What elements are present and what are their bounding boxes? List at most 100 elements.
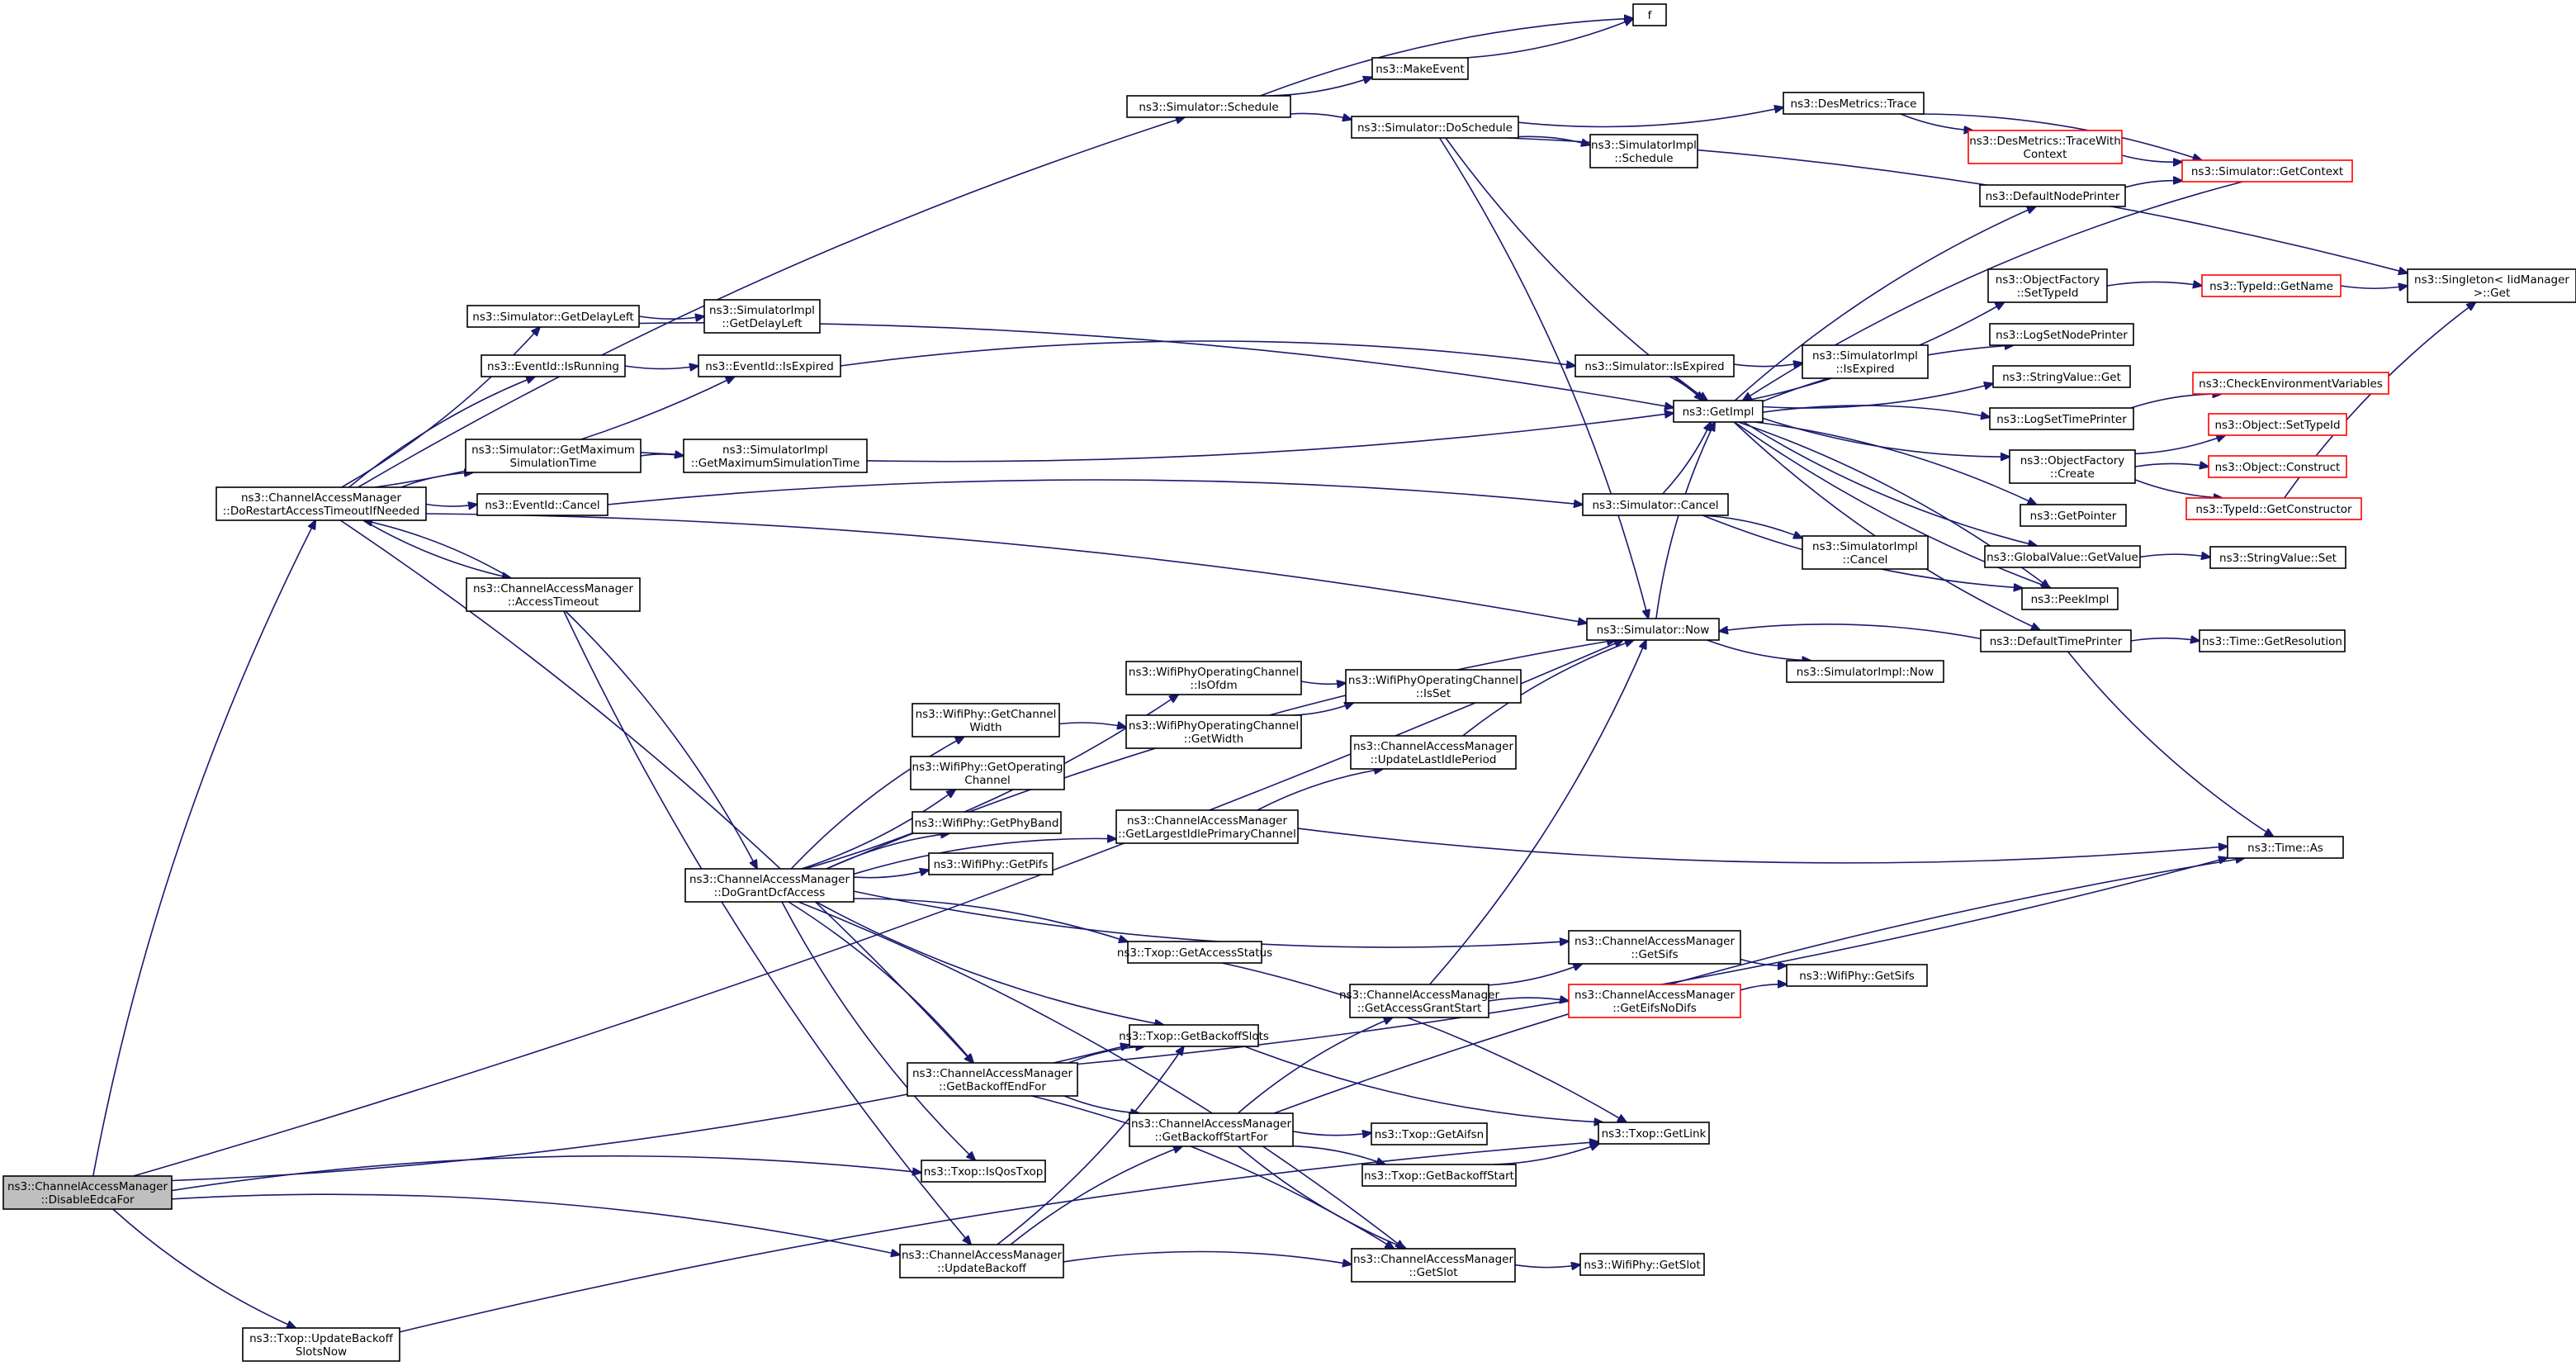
node-box[interactable]	[2201, 274, 2342, 297]
node-box[interactable]	[466, 577, 641, 612]
node-box[interactable]	[476, 493, 608, 516]
graph-node-access-timeout[interactable]: ns3::ChannelAccessManager::AccessTimeout	[466, 577, 641, 612]
node-box[interactable]	[215, 486, 427, 521]
node-box[interactable]	[1802, 535, 1929, 570]
node-box[interactable]	[2, 1175, 173, 1210]
graph-node-wifiphy-get-slot[interactable]: ns3::WifiPhy::GetSlot	[1579, 1253, 1705, 1276]
node-box[interactable]	[907, 1062, 1078, 1097]
graph-node-update-last-idle-period[interactable]: ns3::ChannelAccessManager::UpdateLastIdl…	[1350, 735, 1517, 770]
graph-node-eventid-is-expired[interactable]: ns3::EventId::IsExpired	[698, 354, 841, 377]
graph-node-simimpl-schedule[interactable]: ns3::SimulatorImpl::Schedule	[1589, 134, 1698, 168]
node-box[interactable]	[1579, 1253, 1705, 1276]
node-box[interactable]	[1349, 984, 1489, 1018]
node-box[interactable]	[2227, 836, 2344, 859]
node-box[interactable]	[1115, 809, 1299, 844]
graph-node-typeid-get-name[interactable]: ns3::TypeId::GetName	[2201, 274, 2342, 297]
graph-node-time-get-resolution[interactable]: ns3::Time::GetResolution	[2199, 629, 2346, 652]
graph-node-sim-get-context[interactable]: ns3::Simulator::GetContext	[2181, 159, 2353, 183]
node-box[interactable]	[1582, 493, 1729, 516]
graph-node-wpoc-get-width[interactable]: ns3::WifiPhyOperatingChannel::GetWidth	[1125, 714, 1302, 749]
node-box[interactable]	[1968, 130, 2123, 164]
graph-node-get-backoff-end-for[interactable]: ns3::ChannelAccessManager::GetBackoffEnd…	[907, 1062, 1078, 1097]
node-box[interactable]	[1589, 134, 1698, 168]
graph-node-desmetrics-trace[interactable]: ns3::DesMetrics::Trace	[1783, 92, 1925, 115]
graph-node-global-value-get-value[interactable]: ns3::GlobalValue::GetValue	[1984, 545, 2141, 568]
node-box[interactable]	[465, 439, 642, 473]
node-box[interactable]	[1786, 964, 1928, 987]
graph-node-log-set-time-printer[interactable]: ns3::LogSetTimePrinter	[1989, 407, 2134, 430]
graph-node-typeid-get-constructor[interactable]: ns3::TypeId::GetConstructor	[2185, 497, 2362, 520]
node-box[interactable]	[1984, 545, 2141, 568]
node-box[interactable]	[1989, 407, 2134, 430]
graph-node-default-time-printer[interactable]: ns3::DefaultTimePrinter	[1980, 629, 2132, 652]
graph-node-peek-impl[interactable]: ns3::PeekImpl	[2021, 587, 2119, 610]
node-box[interactable]	[1351, 1248, 1516, 1283]
graph-node-string-value-set[interactable]: ns3::StringValue::Set	[2209, 546, 2346, 569]
node-box[interactable]	[1568, 984, 1741, 1018]
node-box[interactable]	[1345, 669, 1522, 704]
graph-node-wpoc-is-set[interactable]: ns3::WifiPhyOperatingChannel::IsSet	[1345, 669, 1522, 704]
node-box[interactable]	[466, 305, 640, 328]
graph-node-simimpl-get-max-sim-time[interactable]: ns3::SimulatorImpl::GetMaximumSimulation…	[683, 439, 868, 473]
node-box[interactable]	[1125, 661, 1302, 695]
node-box[interactable]	[1992, 365, 2131, 388]
graph-node-sim-get-delay-left[interactable]: ns3::Simulator::GetDelayLeft	[466, 305, 640, 328]
node-box[interactable]	[1783, 92, 1925, 115]
graph-node-get-backoff-start-for[interactable]: ns3::ChannelAccessManager::GetBackoffSta…	[1129, 1112, 1294, 1147]
graph-node-object-construct[interactable]: ns3::Object::Construct	[2208, 455, 2347, 478]
node-box[interactable]	[1371, 1122, 1488, 1145]
graph-node-simimpl-cancel[interactable]: ns3::SimulatorImpl::Cancel	[1802, 535, 1929, 570]
node-box[interactable]	[1802, 344, 1929, 379]
node-box[interactable]	[1125, 714, 1302, 749]
graph-node-object-set-type-id[interactable]: ns3::Object::SetTypeId	[2208, 413, 2347, 436]
node-box[interactable]	[684, 868, 855, 903]
graph-node-wifiphy-get-phy-band[interactable]: ns3::WifiPhy::GetPhyBand	[912, 811, 1062, 834]
node-box[interactable]	[912, 811, 1062, 834]
graph-node-simimpl-get-delay-left[interactable]: ns3::SimulatorImpl::GetDelayLeft	[703, 299, 821, 334]
node-box[interactable]	[1786, 660, 1944, 683]
node-box[interactable]	[1568, 930, 1741, 965]
node-box[interactable]	[2208, 455, 2347, 478]
node-box[interactable]	[1598, 1122, 1710, 1145]
graph-node-txop-is-qos-txop[interactable]: ns3::Txop::IsQosTxop	[921, 1160, 1046, 1183]
node-box[interactable]	[928, 852, 1054, 875]
node-box[interactable]	[2208, 413, 2347, 436]
graph-node-simimpl-now[interactable]: ns3::SimulatorImpl::Now	[1786, 660, 1944, 683]
node-box[interactable]	[1127, 941, 1262, 964]
node-box[interactable]	[698, 354, 841, 377]
graph-node-string-value-get[interactable]: ns3::StringValue::Get	[1992, 365, 2131, 388]
graph-node-sim-is-expired[interactable]: ns3::Simulator::IsExpired	[1574, 354, 1735, 377]
node-box[interactable]	[921, 1160, 1046, 1183]
graph-node-update-backoff[interactable]: ns3::ChannelAccessManager::UpdateBackoff	[899, 1244, 1064, 1278]
graph-node-txop-get-backoff-start[interactable]: ns3::Txop::GetBackoffStart	[1361, 1164, 1517, 1187]
graph-node-txop-get-backoff-slots[interactable]: ns3::Txop::GetBackoffSlots	[1119, 1024, 1269, 1047]
graph-node-log-set-node-printer[interactable]: ns3::LogSetNodePrinter	[1989, 323, 2134, 346]
node-box[interactable]	[1989, 323, 2134, 346]
graph-node-sim-schedule[interactable]: ns3::Simulator::Schedule	[1126, 95, 1291, 118]
node-box[interactable]	[2199, 629, 2346, 652]
node-box[interactable]	[2407, 268, 2576, 303]
graph-node-eventid-is-running[interactable]: ns3::EventId::IsRunning	[481, 354, 626, 377]
graph-node-get-impl[interactable]: ns3::GetImpl	[1673, 400, 1764, 423]
graph-node-wifiphy-get-sifs[interactable]: ns3::WifiPhy::GetSifs	[1786, 964, 1928, 987]
node-box[interactable]	[2009, 449, 2136, 484]
node-box[interactable]	[2020, 504, 2127, 527]
node-box[interactable]	[899, 1244, 1064, 1278]
node-box[interactable]	[2192, 372, 2389, 395]
graph-node-txop-get-aifsn[interactable]: ns3::Txop::GetAifsn	[1371, 1122, 1488, 1145]
graph-node-sim-do-schedule[interactable]: ns3::Simulator::DoSchedule	[1351, 116, 1519, 139]
node-box[interactable]	[1980, 629, 2132, 652]
node-box[interactable]	[1979, 184, 2126, 207]
node-box[interactable]	[1351, 116, 1519, 139]
graph-node-make-event[interactable]: ns3::MakeEvent	[1371, 57, 1469, 80]
node-box[interactable]	[2021, 587, 2119, 610]
node-box[interactable]	[1350, 735, 1517, 770]
graph-node-eventid-cancel[interactable]: ns3::EventId::Cancel	[476, 493, 608, 516]
graph-node-sim-cancel[interactable]: ns3::Simulator::Cancel	[1582, 493, 1729, 516]
graph-node-sim-get-max-sim-time[interactable]: ns3::Simulator::GetMaximumSimulationTime	[465, 439, 642, 473]
node-box[interactable]	[481, 354, 626, 377]
graph-node-sim-now[interactable]: ns3::Simulator::Now	[1586, 618, 1720, 641]
